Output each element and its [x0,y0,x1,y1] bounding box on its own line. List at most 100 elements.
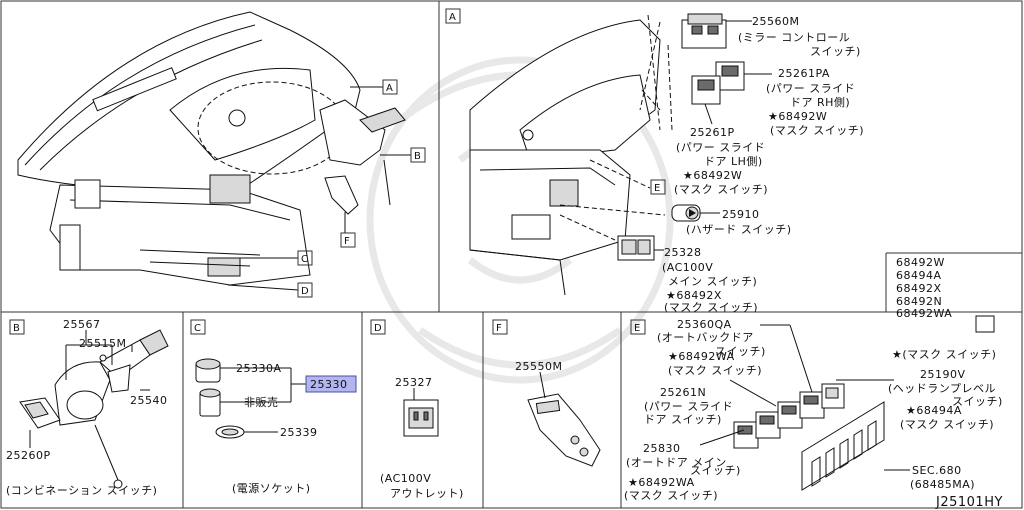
part-25330-highlight [305,375,357,393]
panel-c-caption: (電源ソケット) [232,481,311,495]
mirror-control-switch [681,13,727,49]
panel-d: D 25327 (AC100V アウトレット) [370,319,464,500]
sub-68492wa-2: ★68492WA [628,476,695,489]
sub-68492wa-1-visible: ★68492WA [668,350,735,363]
panel-a-label-box [445,8,461,24]
legend-note: ★(マスク スイッチ) [892,348,996,361]
part-25830: 25830 [643,442,681,455]
callout-d-box [297,282,313,298]
desc-sec680: (68485MA) [910,478,975,491]
legend-code-3: 68492X [896,282,942,295]
panel-b: B 25567 25515M 25540 25260P (コンビネーション スイ… [6,318,169,497]
part-25260p: 25260P [6,449,51,462]
not-for-sale: 非販売 [244,396,279,409]
desc-68492w-lh: (マスク スイッチ) [674,183,768,196]
panel-a: A [445,8,864,314]
part-sec680: SEC.680 [912,464,962,477]
mask-switch-legend: 68492W 68494A 68492X ★(マスク スイッチ) [892,256,996,361]
desc-68492wa-2: (マスク スイッチ) [624,489,718,502]
desc-25560m-2: スイッチ) [810,45,861,58]
ac100v-main-switch [617,235,655,261]
overview-callouts: A B C D F [227,79,426,298]
desc-25261n-2: ドア スイッチ) [644,413,722,426]
panel-d-label-box [370,319,386,335]
panel-b-label-box [9,319,25,335]
part-25560m: 25560M [752,15,799,28]
desc-25360qa-2: スイッチ) [715,345,766,358]
legend-code-4-visible: 68492N [896,295,942,308]
callout-a: A [386,83,393,94]
part-25360qa: 25360QA [677,318,732,331]
desc-25910: (ハザード スイッチ) [686,223,792,236]
power-socket-parts [195,358,245,439]
callout-c: C [301,254,308,265]
callout-b-box [410,147,426,163]
part-25327: 25327 [395,376,433,389]
desc-68492w-rh: (マスク スイッチ) [770,124,864,137]
part-25261n: 25261N [660,386,706,399]
panel-e-label-box [630,319,646,335]
part-25540: 25540 [130,394,168,407]
part-25261pa: 25261PA [778,67,830,80]
sub-68494a: ★68494A [906,404,962,417]
desc-25261p-1: (パワー スライド [676,141,765,154]
desc-25261pa-1: (パワー スライド [766,82,855,95]
desc-25830-1: (オートドア メイン [626,456,727,469]
power-slide-lh-switch [691,75,721,105]
part-25190v: 25190V [920,368,966,381]
desc-25190v-1: (ヘッドランプレベル [888,382,996,395]
part-25339: 25339 [280,426,318,439]
legend-codes-extra: 68492N 68492WA [896,295,952,320]
hazard-switch [671,204,701,222]
panel-e-label: E [634,323,640,334]
part-25910: 25910 [722,208,760,221]
diagram-id: J25101HY [935,495,1003,510]
legend-code-5: 68492WA [896,307,952,320]
ac100v-outlet [403,399,439,437]
desc-25360qa-1: (オートバックドア [657,331,754,344]
switch-cluster-e [733,383,845,449]
panel-b-label: B [13,323,20,334]
callout-f: F [344,236,350,247]
legend-code-2: 68494A [896,269,942,282]
callout-d: D [301,286,309,297]
panel-a-label: A [449,12,456,23]
callout-f-box [340,232,356,248]
panel-d-caption-2: アウトレット) [390,487,464,500]
desc-25261n-1: (パワー スライド [644,400,733,413]
part-25567: 25567 [63,318,101,331]
desc-25560m-1: (ミラー コントロール [738,31,850,44]
desc-25328-2: メイン スイッチ) [668,275,757,288]
panel-f-label-box [492,319,508,335]
panel-b-caption: (コンビネーション スイッチ) [6,484,157,497]
desc-25830-2: スイッチ) [690,464,741,477]
panel-c: C 25330A 25330 非販売 25339 (電源ソケット) [190,319,357,495]
sub-68492x: ★68492X [666,289,722,302]
sec680-bezel [801,401,885,491]
panel-e: E 25 [624,318,1002,502]
part-25328: 25328 [664,246,702,259]
desc-68492wa-1: (マスク スイッチ) [668,364,762,377]
sub-68492w-lh: ★68492W [683,169,742,182]
desc-25261pa-2: ドア RH側) [790,96,850,109]
panel-d-label: D [374,323,382,334]
desc-25261p-2: ドア LH側) [704,155,763,168]
switch-panel-f-part [527,393,601,467]
panel-f: F 25550M [492,319,601,467]
legend-code-1: 68492W [896,256,945,269]
panel-d-caption-1: (AC100V [380,472,431,485]
panel-f-label: F [496,323,502,334]
part-25261p: 25261P [690,126,735,139]
desc-68492x: (マスク スイッチ) [664,301,758,314]
desc-25328-1: (AC100V [662,261,713,274]
desc-68494a: (マスク スイッチ) [900,418,994,431]
part-25550m: 25550M [515,360,562,373]
callout-c-box [297,250,313,266]
overview-dashboard [17,11,406,286]
panel-c-label-box [190,319,206,335]
panel-c-label: C [194,323,201,334]
callout-b: B [414,151,421,162]
part-25515m: 25515M [79,337,126,350]
